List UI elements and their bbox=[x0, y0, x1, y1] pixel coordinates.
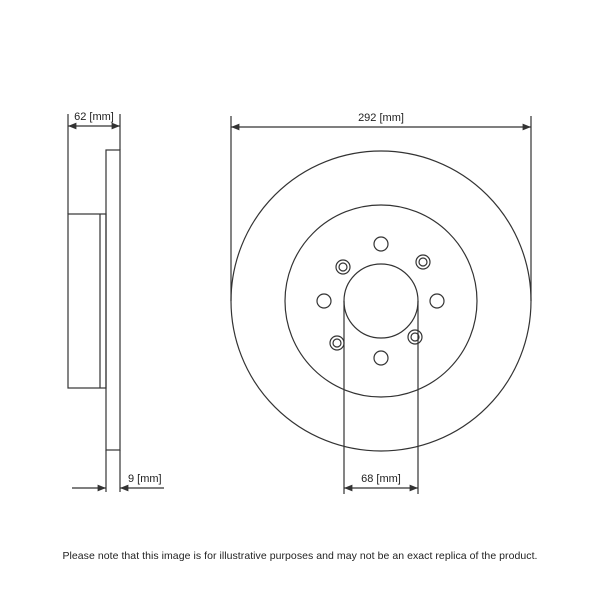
side-width-label: 62 [mm] bbox=[74, 111, 114, 123]
bolt-hole-top bbox=[373, 236, 389, 252]
locating-hole-top-right bbox=[415, 254, 431, 270]
diameter-label: 292 [mm] bbox=[358, 112, 404, 124]
bolt-hole-left bbox=[316, 293, 332, 309]
locating-hole-bottom-right bbox=[407, 329, 423, 345]
front-view-center-bore bbox=[343, 263, 419, 339]
locating-hole-bottom-left bbox=[329, 335, 345, 351]
side-view-hub bbox=[67, 213, 107, 389]
front-view bbox=[230, 116, 532, 494]
front-view-hub bbox=[284, 204, 478, 398]
bolt-hole-bottom bbox=[373, 350, 389, 366]
front-view-outer-rim bbox=[230, 150, 532, 452]
side-view bbox=[67, 114, 164, 492]
side-view-disc-plate bbox=[105, 149, 121, 451]
thickness-label: 9 [mm] bbox=[128, 473, 162, 485]
bore-label: 68 [mm] bbox=[361, 473, 401, 485]
disclaimer-note: Please note that this image is for illus… bbox=[62, 550, 538, 562]
bolt-hole-right bbox=[429, 293, 445, 309]
locating-hole-top-left bbox=[335, 259, 351, 275]
